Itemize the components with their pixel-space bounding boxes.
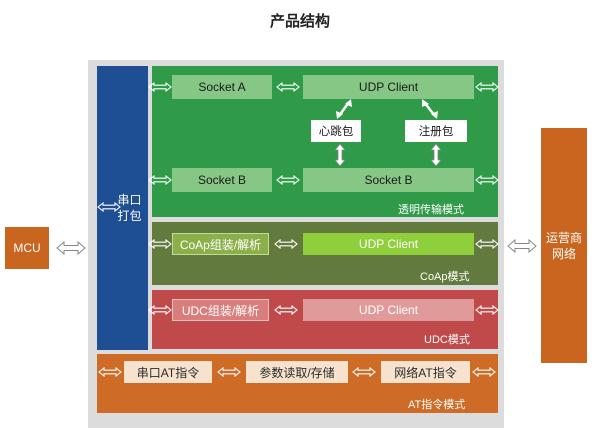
- udp-right-arrow-icon: [475, 82, 499, 92]
- socket-b-right-arrow-icon: [475, 175, 499, 185]
- serial-pack-arrow-icon: [97, 202, 121, 212]
- socket-a-left-arrow-icon: [148, 82, 172, 92]
- socket-b-right-box: Socket B: [303, 168, 474, 192]
- udp-heartbeat-arrow-icon: [336, 99, 352, 119]
- coap-udp-client-box: UDP Client: [303, 233, 474, 255]
- socket-b-left-arrow-icon: [148, 175, 172, 185]
- network-at-box: 网络AT指令: [381, 361, 470, 383]
- mcu-arrow-icon: [56, 241, 86, 255]
- coap-mode-label: CoAp模式: [420, 271, 470, 283]
- heartbeat-box: 心跳包: [311, 120, 361, 142]
- mcu-block: MCU: [5, 227, 49, 269]
- socket-b-mid-arrow-icon: [276, 175, 300, 185]
- at-serial-param-arrow-icon: [217, 367, 241, 377]
- carrier-label-line1: 运营商: [545, 230, 582, 245]
- udp-client-box: UDP Client: [303, 75, 474, 99]
- socket-b-left-box: Socket B: [172, 168, 272, 192]
- at-param-network-arrow-icon: [352, 367, 376, 377]
- diagram-title: 产品结构: [269, 13, 330, 30]
- carrier-network-block: 运营商 网络: [541, 128, 587, 363]
- register-socketb-arrow-icon: [430, 143, 442, 167]
- carrier-label-line2: 网络: [551, 246, 576, 261]
- transparent-mode-label: 透明传输模式: [398, 204, 464, 216]
- serial-pack-block: 串口 打包: [97, 66, 148, 350]
- mcu-label: MCU: [13, 241, 41, 255]
- at-mode-label: AT指令模式: [408, 399, 466, 411]
- udc-mid-arrow-icon: [274, 305, 298, 315]
- at-right-arrow-icon: [472, 367, 496, 377]
- coap-mid-arrow-icon: [274, 239, 298, 249]
- socket-a-box: Socket A: [172, 75, 272, 99]
- carrier-arrow-icon: [507, 239, 537, 253]
- udc-right-arrow-icon: [475, 305, 499, 315]
- serial-pack-line2: 打包: [117, 209, 142, 223]
- heartbeat-socketb-arrow-icon: [334, 143, 346, 167]
- udc-mode-label: UDC模式: [424, 334, 470, 346]
- at-left-arrow-icon: [98, 367, 122, 377]
- udc-udp-client-box: UDP Client: [303, 299, 474, 321]
- register-box: 注册包: [405, 120, 467, 142]
- serial-at-box: 串口AT指令: [124, 361, 212, 383]
- coap-codec-box: CoAp组装/解析: [172, 233, 269, 255]
- udp-register-arrow-icon: [422, 99, 438, 119]
- coap-right-arrow-icon: [475, 239, 499, 249]
- udc-codec-box: UDC组装/解析: [172, 299, 269, 321]
- param-rw-box: 参数读取/存储: [246, 361, 348, 383]
- socket-a-udp-arrow-icon: [276, 82, 300, 92]
- udc-left-arrow-icon: [148, 305, 172, 315]
- serial-pack-line1: 串口: [117, 193, 142, 207]
- coap-left-arrow-icon: [148, 239, 172, 249]
